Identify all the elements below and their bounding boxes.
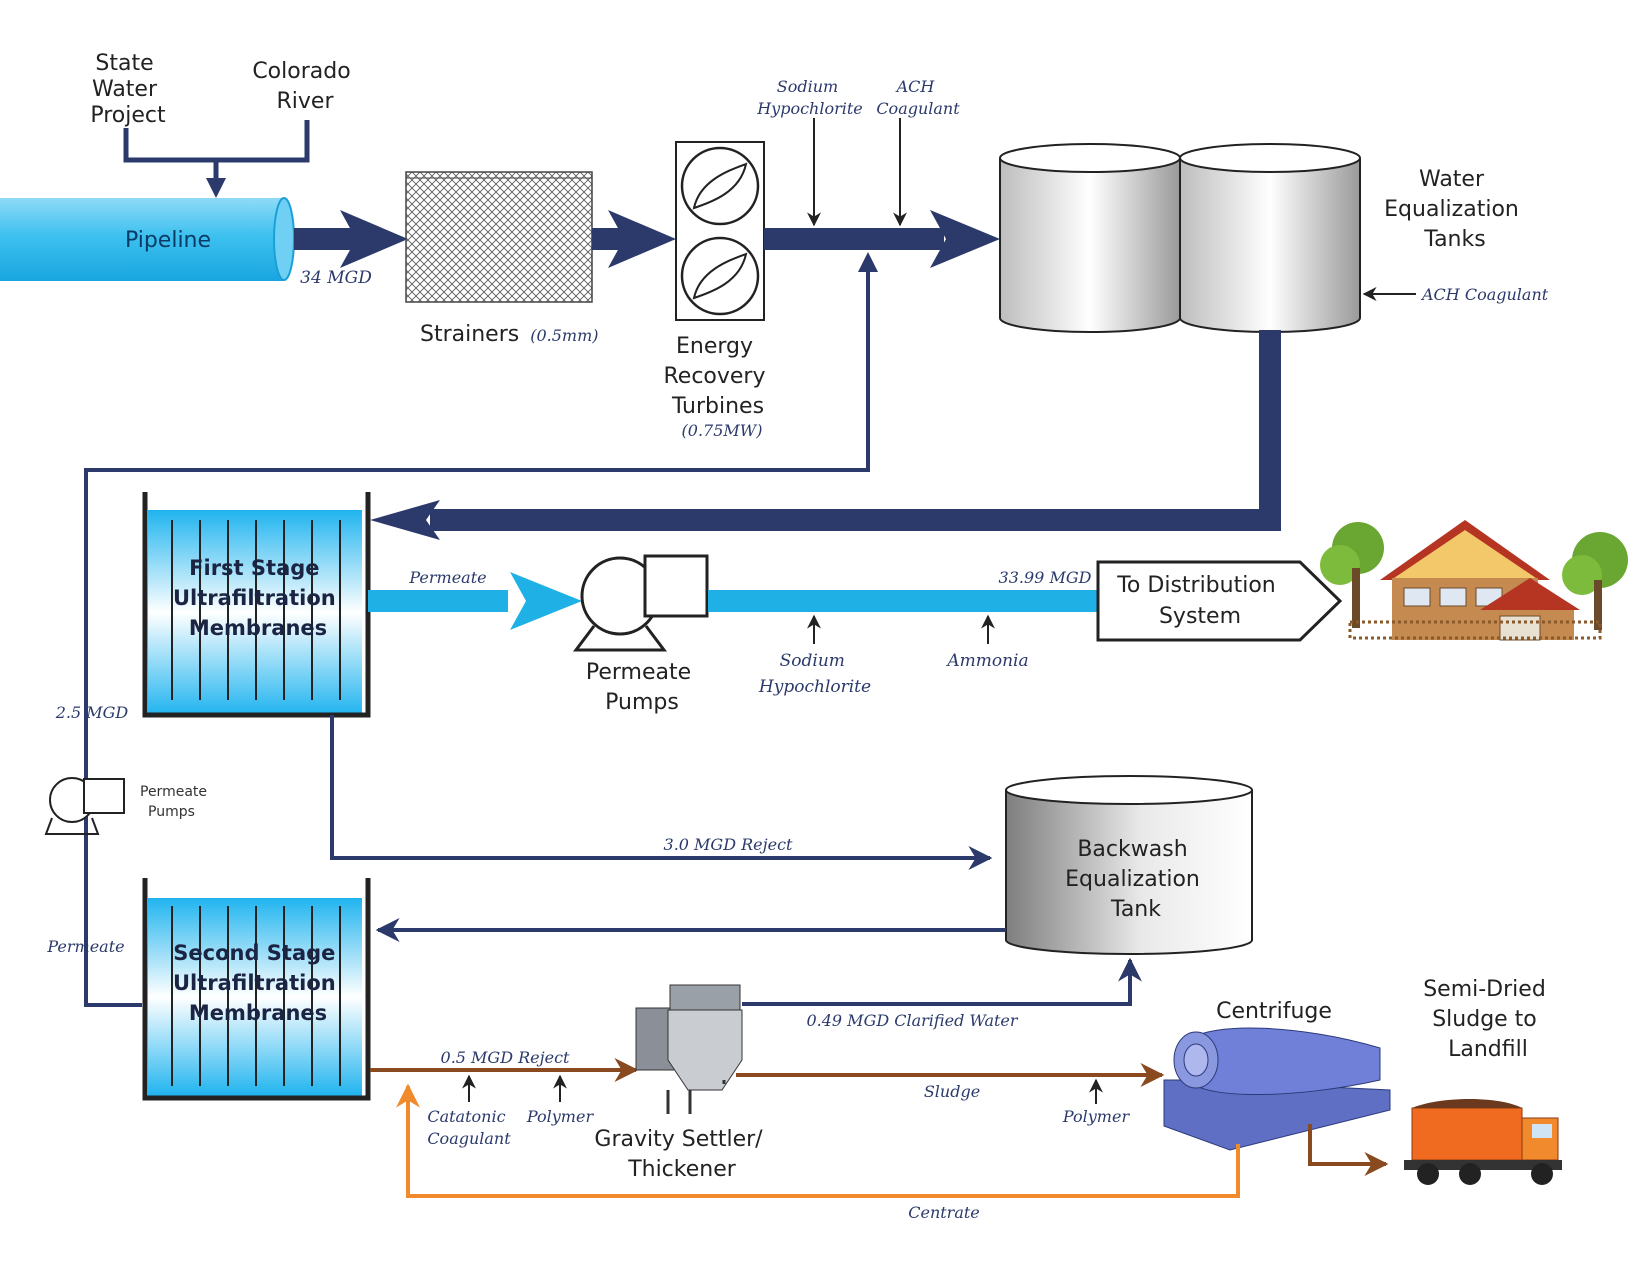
permeate-pumps-label: Permeate Pumps (586, 660, 698, 715)
houses-illustration-icon (1320, 520, 1628, 641)
first-stage-membrane-lines (171, 520, 341, 700)
second-stage-membranes (142, 878, 371, 1101)
water-equalization-tanks (999, 143, 1361, 333)
sludge-to-truck-line (1308, 1124, 1389, 1176)
flow-to-distribution (708, 590, 1098, 612)
chem-polymer-1: Polymer (526, 1107, 595, 1126)
chem-ach-coagulant-top: ACH Coagulant (876, 77, 960, 118)
second-stage-tank-wall (142, 878, 371, 1101)
chem-catatonic-coagulant: Catatonic Coagulant (427, 1107, 511, 1148)
turbine-2-icon (680, 236, 760, 316)
chem-polymer-2: Polymer (1062, 1107, 1131, 1126)
strainers-label: Strainers (0.5mm) (420, 322, 599, 347)
equalization-tank-2-top (1179, 143, 1361, 173)
turbines-spec: (0.75MW) (682, 421, 763, 440)
reject-first-stage-label: 3.0 MGD Reject (664, 835, 794, 854)
chem-ach-coagulant-tank: ACH Coagulant (1420, 285, 1549, 304)
turbine-1-icon (680, 146, 760, 226)
first-stage-membranes (142, 492, 371, 718)
gravity-settler-icon (635, 984, 743, 1114)
recycle-permeate-label: Permeate (46, 937, 124, 956)
source-state-water-project: State Water Project (90, 51, 166, 128)
distribution-flow-label: 33.99 MGD (999, 568, 1092, 587)
flow-to-first-stage-arrowhead (370, 500, 440, 540)
recycle-line-arrowhead (858, 252, 878, 272)
clarified-water-label: 0.49 MGD Clarified Water (806, 1011, 1018, 1030)
backwash-equalization-tank (1005, 775, 1253, 955)
flow-to-turbines-arrowhead (608, 210, 676, 268)
flow-to-equalization-tanks-arrowhead (930, 210, 1000, 268)
backwash-tank-label: Backwash Equalization Tank (1065, 837, 1207, 922)
strainers (405, 171, 593, 303)
distribution-label: To Distribution System (1116, 573, 1283, 629)
recycle-pumps-label: Permeate Pumps (140, 784, 211, 820)
turbines-label: Energy Recovery Turbines (663, 334, 772, 419)
pipeline-label: Pipeline (125, 228, 211, 253)
sludge-label: Sludge (924, 1082, 980, 1101)
pipeline-flow-label: 34 MGD (300, 268, 372, 288)
chem-ammonia: Ammonia (945, 651, 1028, 671)
permeate-flow-arrowhead (510, 572, 582, 630)
settler-label: Gravity Settler/ Thickener (594, 1127, 769, 1182)
reject-first-stage-line (330, 715, 993, 870)
flow-to-equalization-tanks (764, 228, 944, 250)
equalization-tank-2 (1179, 158, 1361, 333)
equalization-tanks-label: Water Equalization Tanks (1384, 167, 1526, 252)
chem-sodium-hypochlorite-top: Sodium Hypochlorite (756, 77, 863, 118)
recycle-pump-icon (44, 777, 125, 835)
equalization-tank-1-top (999, 143, 1181, 173)
second-stage-label: Second Stage Ultrafiltration Membranes (173, 941, 343, 1025)
flow-to-first-stage (430, 330, 1281, 531)
turbine-1-blade-icon (692, 162, 748, 210)
permeate-flow (368, 590, 508, 612)
distribution-system-box (1096, 560, 1343, 642)
reject-second-stage-label: 0.5 MGD Reject (441, 1048, 571, 1067)
centrifuge-label: Centrifuge (1216, 999, 1332, 1024)
second-stage-membrane-lines (171, 906, 341, 1086)
equalization-tank-1 (999, 158, 1181, 333)
pipeline (0, 198, 284, 281)
chem-sodium-hypochlorite-mid: Sodium Hypochlorite (758, 651, 871, 697)
truck-icon (1404, 1099, 1562, 1185)
recycle-line (84, 268, 870, 1007)
source-merge-arrowhead (206, 178, 226, 198)
landfill-label: Semi-Dried Sludge to Landfill (1423, 977, 1553, 1062)
turbine-2-blade-icon (692, 252, 748, 300)
first-stage-label: First Stage Ultrafiltration Membranes (173, 556, 343, 640)
clarified-water-line (742, 957, 1142, 1006)
recycle-flow-label: 2.5 MGD (55, 703, 129, 722)
source-colorado-river: Colorado River (252, 59, 357, 114)
permeate-pumps-icon (573, 554, 709, 652)
centrate-label: Centrate (908, 1203, 980, 1222)
flow-to-strainers-arrowhead (340, 210, 408, 268)
permeate-flow-label: Permeate (408, 568, 486, 587)
centrifuge-icon (1163, 1027, 1391, 1151)
pipeline-end (273, 197, 295, 281)
centrate-line (396, 1083, 1240, 1198)
